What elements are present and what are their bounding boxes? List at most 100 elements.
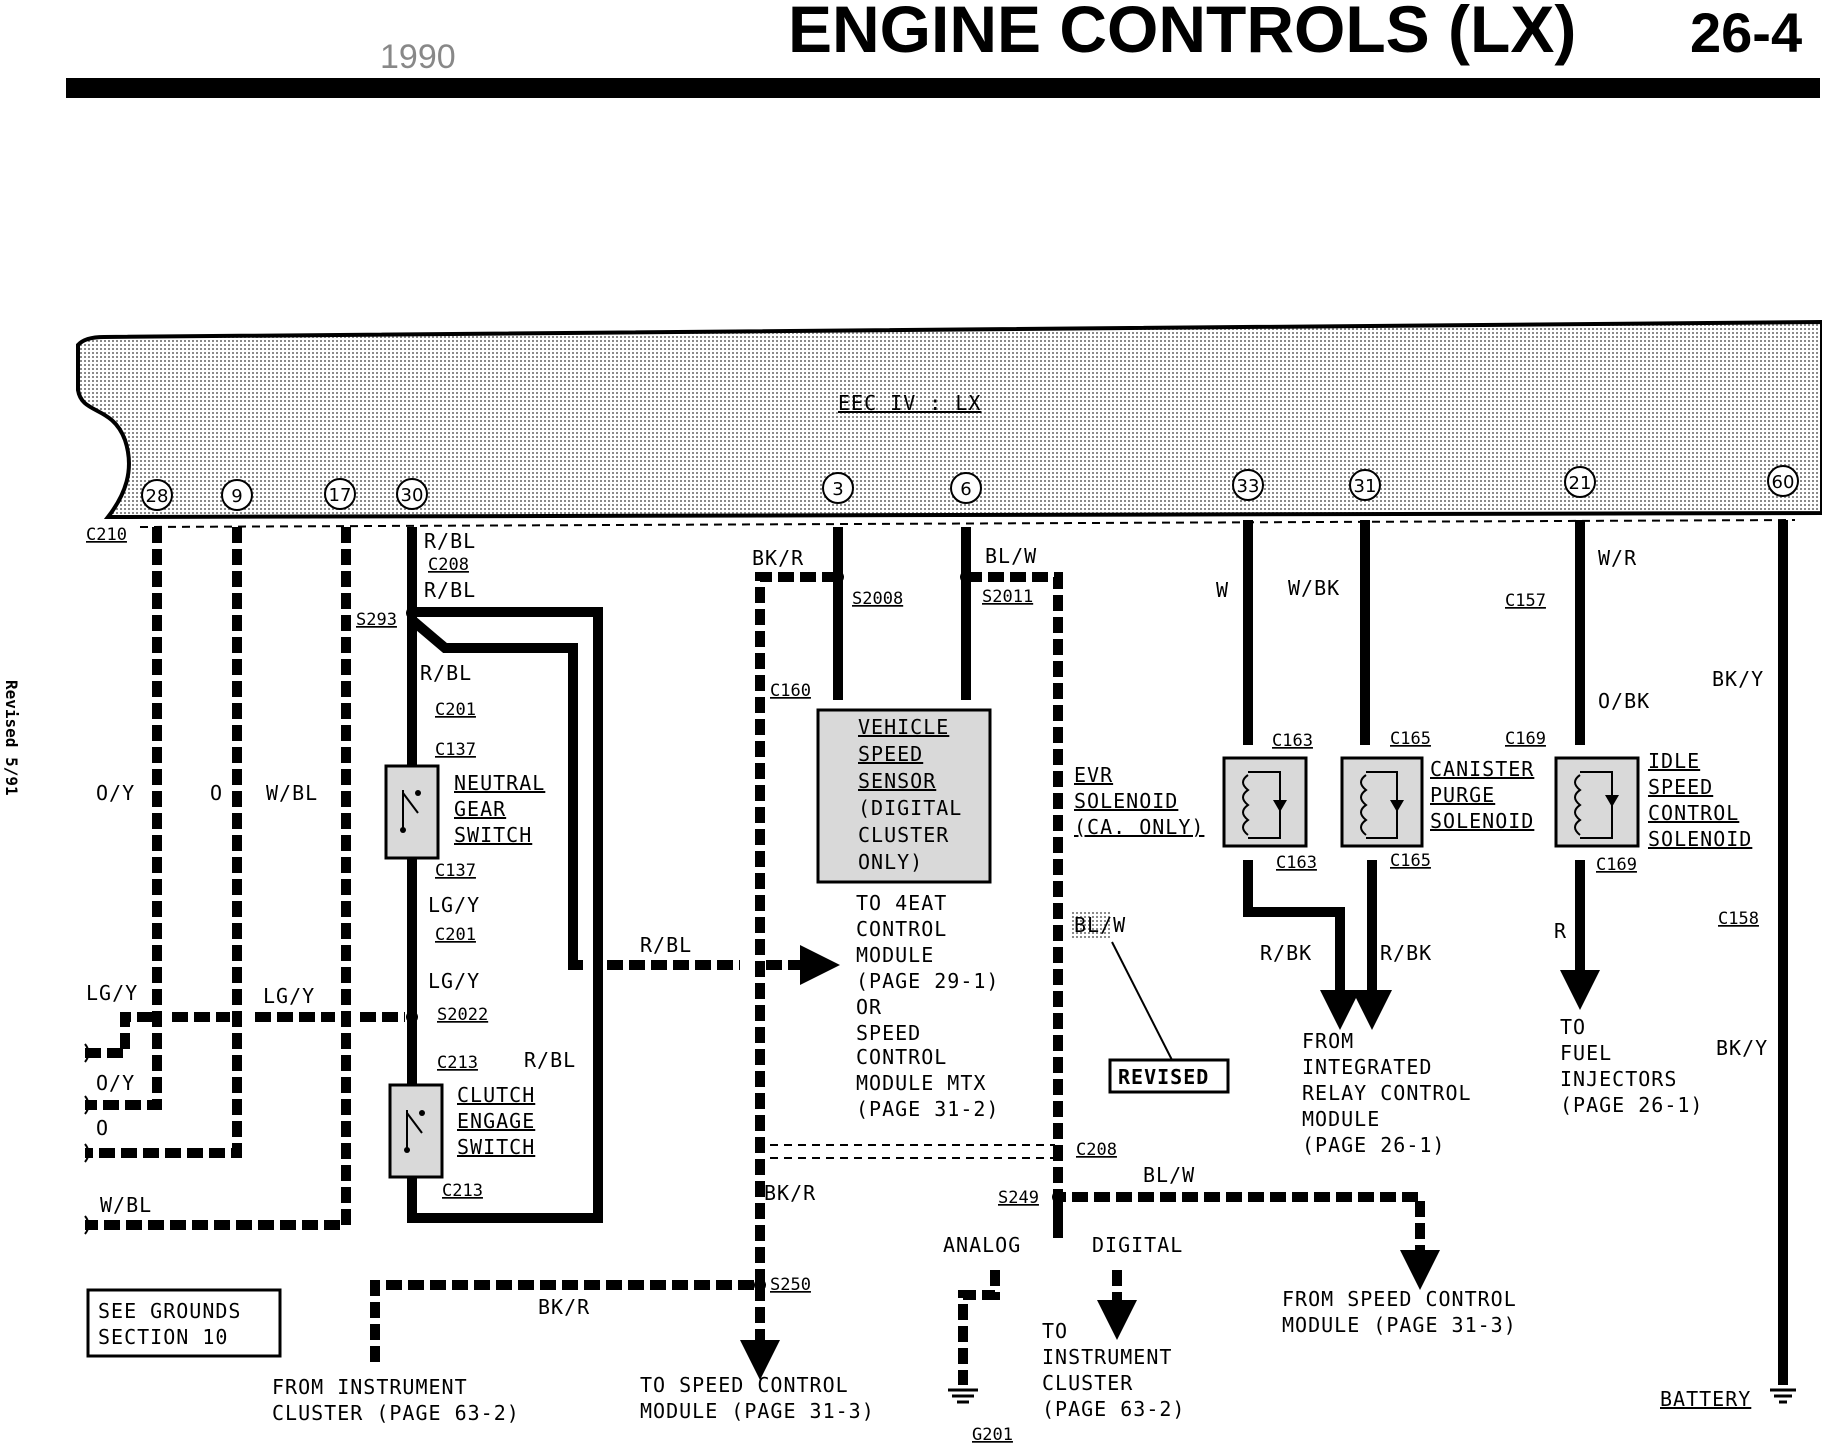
canister-label-2: PURGE [1430, 783, 1495, 807]
wire-label-rbl-2: R/BL [424, 578, 476, 602]
c163-label-1: C163 [1272, 731, 1313, 751]
wire-label-r: R [1554, 919, 1567, 943]
c213-label-2: C213 [442, 1181, 483, 1201]
s2022-label: S2022 [437, 1005, 488, 1025]
wire-label-wbl: W/BL [266, 781, 318, 805]
vss-label-5: CLUSTER [858, 823, 949, 847]
pin-3: 3 [822, 472, 854, 504]
svg-text:CLUSTER (PAGE 63-2): CLUSTER (PAGE 63-2) [272, 1401, 520, 1425]
switch-contact-icon [404, 1110, 425, 1153]
isc-label-2: SPEED [1648, 775, 1713, 799]
s2011-label: S2011 [982, 587, 1033, 607]
svg-text:30: 30 [401, 485, 424, 506]
g201-label: G201 [972, 1425, 1013, 1445]
c137-label-1: C137 [435, 740, 476, 760]
wire-label-bkr-1: BK/R [752, 546, 804, 570]
vss-label-4: (DIGITAL [858, 796, 962, 820]
idle-speed-control-solenoid [1554, 756, 1640, 848]
wire-label-w: W [1216, 578, 1229, 602]
canister-label-1: CANISTER [1430, 757, 1534, 781]
wire-label-rbk-1: R/BK [1260, 941, 1312, 965]
c169-label-1: C169 [1505, 729, 1546, 749]
canister-purge-solenoid [1340, 756, 1424, 848]
s250-label: S250 [770, 1275, 811, 1295]
svg-text:(PAGE 31-2): (PAGE 31-2) [856, 1097, 999, 1121]
pin-30: 30 [396, 478, 428, 510]
c165-label-2: C165 [1390, 851, 1431, 871]
svg-text:MODULE (PAGE 31-3): MODULE (PAGE 31-3) [640, 1399, 875, 1423]
pin-17: 17 [324, 478, 356, 510]
svg-text:21: 21 [1569, 473, 1592, 494]
title-rule [66, 78, 1820, 98]
isc-label-1: IDLE [1648, 749, 1700, 773]
coil-icon [1360, 771, 1404, 839]
vehicle-speed-sensor [816, 708, 992, 884]
vss-circuit [370, 527, 1440, 1385]
s293-label: S293 [356, 610, 397, 630]
from-irc-note: FROM INTEGRATED RELAY CONTROL MODULE (PA… [1302, 1029, 1472, 1157]
svg-text:INSTRUMENT: INSTRUMENT [1042, 1345, 1172, 1369]
svg-text:RELAY CONTROL: RELAY CONTROL [1302, 1081, 1472, 1105]
svg-text:(PAGE 26-1): (PAGE 26-1) [1302, 1133, 1445, 1157]
svg-text:TO: TO [1042, 1319, 1068, 1343]
ground-symbol-icon [948, 1388, 978, 1404]
wire-label-lgy-left: LG/Y [86, 981, 138, 1005]
to-4eat-note: TO 4EAT CONTROL MODULE (PAGE 29-1) OR SP… [856, 891, 999, 1121]
neutral-gear-switch-label-3: SWITCH [454, 823, 532, 847]
vss-label-6: ONLY) [858, 850, 923, 874]
year-label: 1990 [380, 38, 456, 76]
wire-label-oy-left: O/Y [96, 1071, 135, 1095]
from-scm-note: FROM SPEED CONTROL MODULE (PAGE 31-3) [1282, 1287, 1517, 1337]
svg-text:3: 3 [832, 479, 843, 500]
pin-33: 33 [1232, 469, 1264, 501]
switch-contact-icon [400, 790, 421, 833]
wire-label-rbl-4: R/BL [524, 1048, 576, 1072]
coil-icon [1242, 771, 1287, 839]
svg-text:FROM: FROM [1302, 1029, 1354, 1053]
svg-text:6: 6 [960, 479, 971, 500]
svg-text:17: 17 [329, 485, 352, 506]
wire-label-obk: O/BK [1598, 689, 1650, 713]
page-title: ENGINE CONTROLS (LX) [788, 0, 1576, 66]
wire-label-oy: O/Y [96, 781, 135, 805]
c210-label: C210 [86, 525, 127, 545]
svg-text:60: 60 [1772, 472, 1795, 493]
page-number: 26-4 [1690, 1, 1802, 64]
isc-label-4: SOLENOID [1648, 827, 1752, 851]
wire-label-blw-1: BL/W [985, 544, 1037, 568]
wire-label-lgy-2: LG/Y [428, 969, 480, 993]
c160-label: C160 [770, 681, 811, 701]
revised-wire-label: BL/W [1074, 913, 1126, 937]
wire-label-rbl-1: R/BL [424, 529, 476, 553]
to-injectors-note: TO FUEL INJECTORS (PAGE 26-1) [1560, 1015, 1702, 1117]
svg-text:(PAGE 29-1): (PAGE 29-1) [856, 969, 999, 993]
c158-label: C158 [1718, 909, 1759, 929]
wire-label-o: O [210, 781, 223, 805]
svg-text:CONTROL: CONTROL [856, 1045, 947, 1069]
svg-text:MODULE: MODULE [856, 943, 934, 967]
pin-60: 60 [1767, 465, 1799, 497]
svg-text:FROM SPEED CONTROL: FROM SPEED CONTROL [1282, 1287, 1517, 1311]
isc-label-3: CONTROL [1648, 801, 1739, 825]
evr-label-3: (CA. ONLY) [1074, 815, 1204, 839]
wire-label-wbl-left: W/BL [100, 1193, 152, 1217]
clutch-engage-switch [388, 1083, 444, 1179]
svg-text:TO SPEED CONTROL: TO SPEED CONTROL [640, 1373, 849, 1397]
grounds-note-box [86, 1288, 282, 1358]
left-wires [84, 527, 405, 1235]
revised-stamp [1108, 1058, 1230, 1094]
c165-label-1: C165 [1390, 729, 1431, 749]
vss-label-2: SPEED [858, 742, 923, 766]
module-label: EEC IV : LX [838, 391, 981, 415]
c201-label-1: C201 [435, 700, 476, 720]
wire-label-lgy-1: LG/Y [428, 893, 480, 917]
c201-label-2: C201 [435, 925, 476, 945]
svg-text:9: 9 [231, 486, 242, 507]
svg-text:CONTROL: CONTROL [856, 917, 947, 941]
grounds-note-line-2: SECTION 10 [98, 1325, 228, 1349]
svg-text:SPEED: SPEED [856, 1021, 921, 1045]
pin-28: 28 [141, 479, 173, 511]
clutch-engage-switch-label-1: CLUTCH [457, 1083, 535, 1107]
digital-label: DIGITAL [1092, 1233, 1183, 1257]
